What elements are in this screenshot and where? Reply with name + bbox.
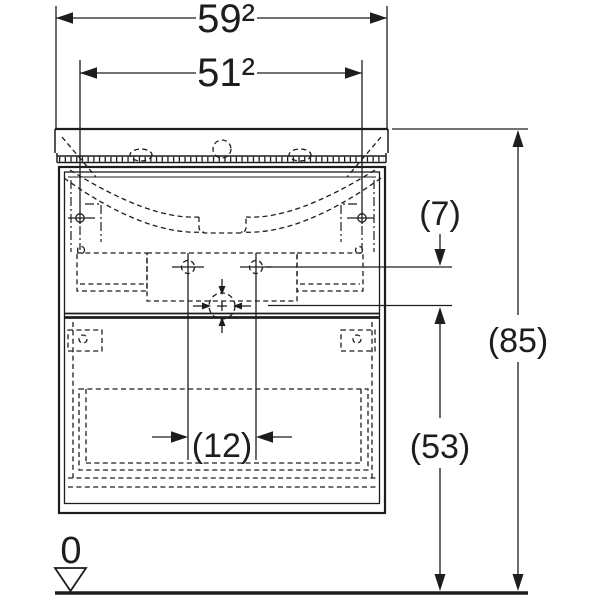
overflow-knockout-left [129, 148, 153, 162]
siphon-marker [193, 279, 251, 333]
arrowhead-left [171, 431, 188, 443]
arrowhead-left [56, 12, 73, 24]
arrowhead-right [370, 12, 387, 24]
lower-drawer-details [67, 322, 377, 488]
dim-height-rim-label: (85) [488, 322, 548, 360]
fixing-screw-right [340, 203, 374, 250]
basin-bowl-hidden-contours [61, 136, 382, 234]
leader-lines [266, 128, 528, 307]
slide-fixing-right [340, 329, 376, 352]
siphon-arrow-bottom [218, 317, 226, 326]
dim-height-rim: (85) [488, 130, 548, 591]
dim-width-fixing-label: 51² [197, 51, 255, 95]
dim-height-trap: (53) [410, 307, 470, 591]
tap-hole-projection-lines [187, 281, 257, 460]
drawer-bottom-hidden-lines [68, 477, 377, 488]
drawer-side-hidden-lines [72, 322, 373, 478]
dim-tap-spacing-label: (12) [192, 427, 252, 465]
bowl-curve-outer [63, 177, 382, 233]
arrowhead-left [80, 67, 97, 79]
siphon-arrow-shafts [193, 279, 251, 333]
upper-drawer-details [68, 180, 375, 302]
overflow-knockout-right [288, 148, 312, 162]
cabinet-inner-frame [63, 171, 381, 505]
siphon-arrow-left [202, 302, 211, 310]
extension-lines [55, 6, 388, 129]
washbasin [54, 127, 389, 164]
arrowhead-up [434, 307, 446, 324]
arrowhead-down [434, 249, 446, 266]
dim-tap-spacing: (12) [152, 427, 292, 465]
cabinet-outer-frame [57, 165, 387, 515]
slide-fixing-left [67, 329, 103, 352]
dim-width-fixing: 51² [79, 51, 363, 214]
basin-side-edges [54, 129, 389, 153]
dim-width-overall-label: 59² [197, 0, 255, 41]
fixing-screw-left [68, 203, 102, 250]
siphon-arrow-top [218, 286, 226, 295]
siphon-arrow-right [233, 302, 242, 310]
arrowhead-down [434, 574, 446, 591]
floor-datum: 0 [53, 530, 528, 595]
drain-channel [198, 217, 247, 234]
datum-triangle-icon [53, 567, 88, 593]
drawer-cutout-inner [85, 389, 362, 464]
bowl-corner-diagonals [61, 136, 382, 178]
dim-tap-offset: (7) [419, 195, 461, 266]
arrowhead-up [512, 130, 524, 147]
arrowhead-right [345, 67, 362, 79]
siphon-center-cross [217, 301, 227, 311]
tap-hole-marker-left [172, 253, 204, 281]
basin-lip [56, 153, 387, 164]
bowl-curve-inner [69, 169, 376, 218]
dim-width-overall: 59² [55, 0, 388, 129]
datum-zero-label: 0 [60, 530, 81, 572]
dim-tap-offset-label: (7) [419, 195, 461, 233]
drawer-cutout-outer [78, 388, 369, 471]
drawer-side-hidden-lines [70, 180, 375, 252]
arrowhead-down [512, 574, 524, 591]
tap-hole-outline [212, 139, 232, 159]
arrowhead-right [256, 431, 273, 443]
dim-height-trap-label: (53) [410, 428, 470, 466]
